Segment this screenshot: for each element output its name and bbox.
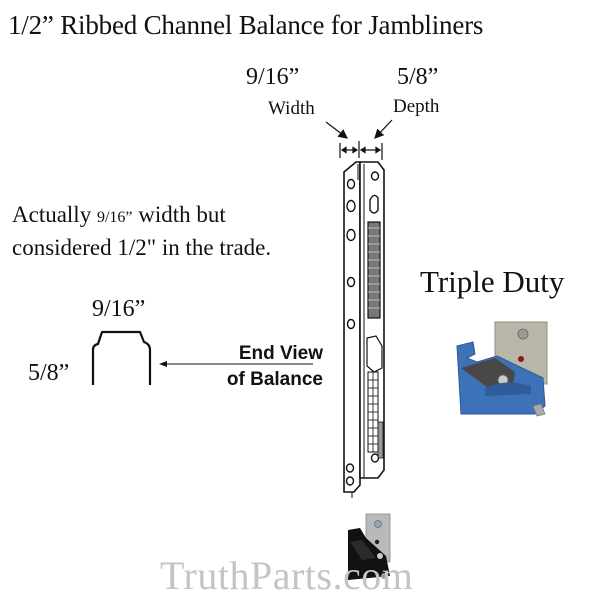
depth-dimension-value: 5/8” bbox=[397, 64, 439, 90]
watermark: TruthParts.com bbox=[160, 553, 414, 598]
note-prefix: Actually bbox=[12, 202, 97, 227]
end-view-label: End View of Balance bbox=[205, 341, 323, 393]
end-view-label-line1: End View bbox=[238, 343, 323, 364]
bottom-shoe-photo bbox=[348, 513, 391, 580]
end-view-leader-arrow bbox=[159, 361, 313, 367]
width-dimension-value: 9/16” bbox=[246, 64, 300, 90]
note-actual-width: 9/16” bbox=[96, 209, 133, 226]
note-line2: considered 1/2" in the trade. bbox=[12, 235, 272, 260]
channel-balance-drawing bbox=[339, 141, 385, 498]
end-view-width-value: 9/16” bbox=[92, 296, 146, 322]
end-view-profile-drawing bbox=[91, 330, 152, 385]
size-note: Actually 9/16” width but considered 1/2"… bbox=[12, 200, 342, 263]
triple-duty-shoe-photo bbox=[456, 321, 548, 417]
width-depth-leader-arrows bbox=[325, 119, 393, 139]
triple-duty-label: Triple Duty bbox=[420, 264, 565, 299]
note-line1-suffix: width but bbox=[132, 202, 226, 227]
end-view-label-line2: of Balance bbox=[226, 369, 323, 390]
page-title: 1/2” Ribbed Channel Balance for Jambline… bbox=[8, 10, 484, 40]
width-label: Width bbox=[268, 98, 315, 119]
depth-label: Depth bbox=[393, 96, 440, 117]
end-view-depth-value: 5/8” bbox=[28, 360, 70, 386]
